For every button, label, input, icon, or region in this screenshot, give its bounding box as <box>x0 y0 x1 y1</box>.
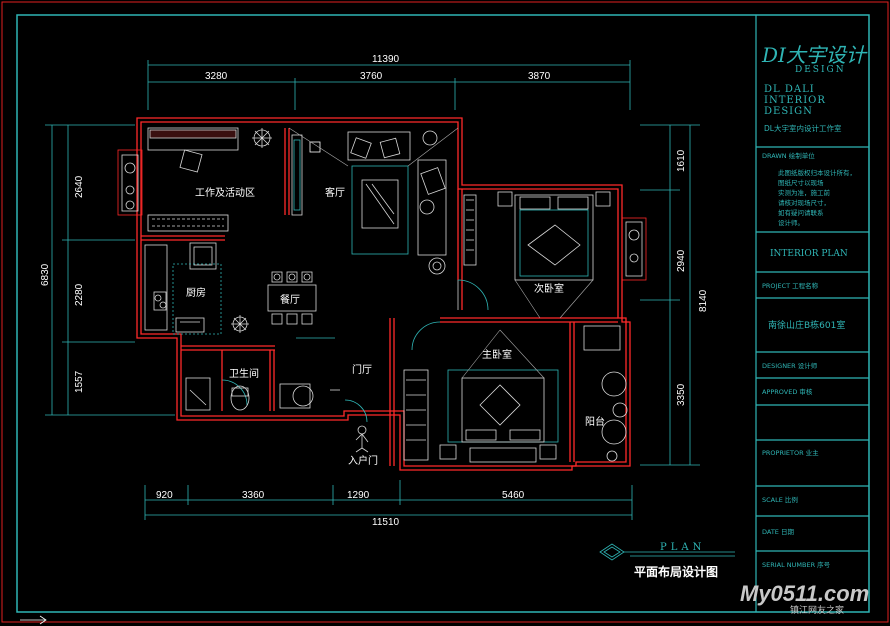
window-planter <box>117 149 143 216</box>
dim-left-1: 2640 <box>74 175 85 198</box>
dimensions-top <box>147 60 631 110</box>
room-label-kitchen: 厨房 <box>186 286 206 299</box>
designer-label: DESIGNER 设计师 <box>762 361 818 370</box>
notes-text: 此图纸版权归本设计所有， 图纸尺寸以现场 实测为准，施工前 请核对现场尺寸， 如… <box>778 168 856 227</box>
work-area-furniture <box>147 127 303 232</box>
dim-left-2: 2280 <box>74 283 85 306</box>
svg-text:请核对现场尺寸，: 请核对现场尺寸， <box>778 198 830 207</box>
dim-bottom-1: 920 <box>156 490 173 501</box>
dim-bottom-2: 3360 <box>242 490 265 501</box>
balcony-furniture <box>583 325 628 462</box>
dim-right-1: 1610 <box>676 149 687 172</box>
title-block-frame <box>755 15 869 612</box>
scale-label: SCALE 比例 <box>762 495 798 504</box>
serial-label: SERIAL NUMBER 序号 <box>762 560 831 569</box>
svg-text:设计师。: 设计师。 <box>778 218 804 227</box>
dimensions-right <box>640 124 700 466</box>
watermark-caption: 镇江网友之家 <box>790 604 844 616</box>
sheet-title: INTERIOR PLAN <box>770 249 848 259</box>
project-name: 南徐山庄B栋601室 <box>768 319 845 331</box>
date-label: DATE 日期 <box>762 528 794 536</box>
room-label-entrance: 入户门 <box>348 454 378 467</box>
dim-right-2: 2940 <box>676 249 687 272</box>
svg-text:如有疑问请联系: 如有疑问请联系 <box>778 208 824 217</box>
walls <box>136 117 631 471</box>
room-label-master-bedroom: 主卧室 <box>482 348 512 361</box>
plant-icon <box>231 315 249 333</box>
window-planter <box>621 217 647 281</box>
entrance-person-icon <box>355 425 369 453</box>
dim-top-2: 3760 <box>360 71 383 82</box>
room-label-bathroom: 卫生间 <box>229 367 259 380</box>
approved-label: APPROVED 审核 <box>762 387 813 396</box>
logo-main: DI大宇设计 <box>761 43 868 67</box>
dim-left-total: 6830 <box>40 263 51 286</box>
cursor-marker <box>20 615 47 625</box>
dim-bottom-4: 5460 <box>502 490 525 501</box>
company-en-3: DESIGN <box>764 106 813 117</box>
svg-text:图纸尺寸以现场: 图纸尺寸以现场 <box>778 178 824 187</box>
dim-right-3: 3350 <box>676 383 687 406</box>
company-en-1: DL DALI <box>764 84 815 95</box>
company-cn: DL大宇室内设计工作室 <box>764 123 842 133</box>
proprietor-label: PROPRIETOR 业主 <box>762 448 819 457</box>
master-bedroom-furniture <box>403 369 559 463</box>
plan-label: PLAN <box>660 542 705 553</box>
project-label: PROJECT 工程名称 <box>762 281 819 290</box>
master-bedroom-light-lines <box>461 329 545 379</box>
plan-title-ornament <box>599 543 735 561</box>
dim-left-3: 1557 <box>74 370 85 393</box>
room-label-work: 工作及活动区 <box>195 187 255 199</box>
bathroom-fixtures <box>185 377 340 411</box>
plant-icon <box>252 128 272 148</box>
plan-title: 平面布局设计图 <box>634 564 718 579</box>
dim-bottom-total: 11510 <box>372 517 400 528</box>
dim-top-total: 11390 <box>372 54 400 65</box>
room-label-dining: 餐厅 <box>280 293 300 306</box>
svg-text:实测为准，施工前: 实测为准，施工前 <box>778 188 831 197</box>
room-label-balcony: 阳台 <box>585 415 605 428</box>
dining-table <box>267 271 317 325</box>
dim-top-1: 3280 <box>205 71 228 82</box>
dimensions-left <box>45 124 175 416</box>
dim-bottom-3: 1290 <box>347 490 370 501</box>
watermark-logo: My0511.com <box>740 581 869 606</box>
dim-right-total: 8140 <box>698 289 709 312</box>
second-bedroom-light-lines <box>514 279 594 319</box>
svg-text:此图纸版权归本设计所有，: 此图纸版权归本设计所有， <box>778 168 856 177</box>
living-room-furniture <box>309 130 447 275</box>
company-en-2: INTERIOR <box>764 95 826 106</box>
room-label-foyer: 门厅 <box>352 363 372 376</box>
room-label-second-bedroom: 次卧室 <box>534 282 564 295</box>
door-swings <box>221 279 489 423</box>
second-bedroom-furniture <box>463 191 611 281</box>
dim-top-3: 3870 <box>528 71 551 82</box>
living-room-light-lines <box>288 127 459 167</box>
dimensions-bottom <box>144 480 633 520</box>
inner-frame <box>16 14 870 613</box>
logo-sub: DESIGN <box>795 65 846 75</box>
kitchen-furniture <box>144 242 222 335</box>
room-label-living: 客厅 <box>325 186 345 199</box>
drawn-label: DRAWN 绘制单位 <box>762 151 815 160</box>
